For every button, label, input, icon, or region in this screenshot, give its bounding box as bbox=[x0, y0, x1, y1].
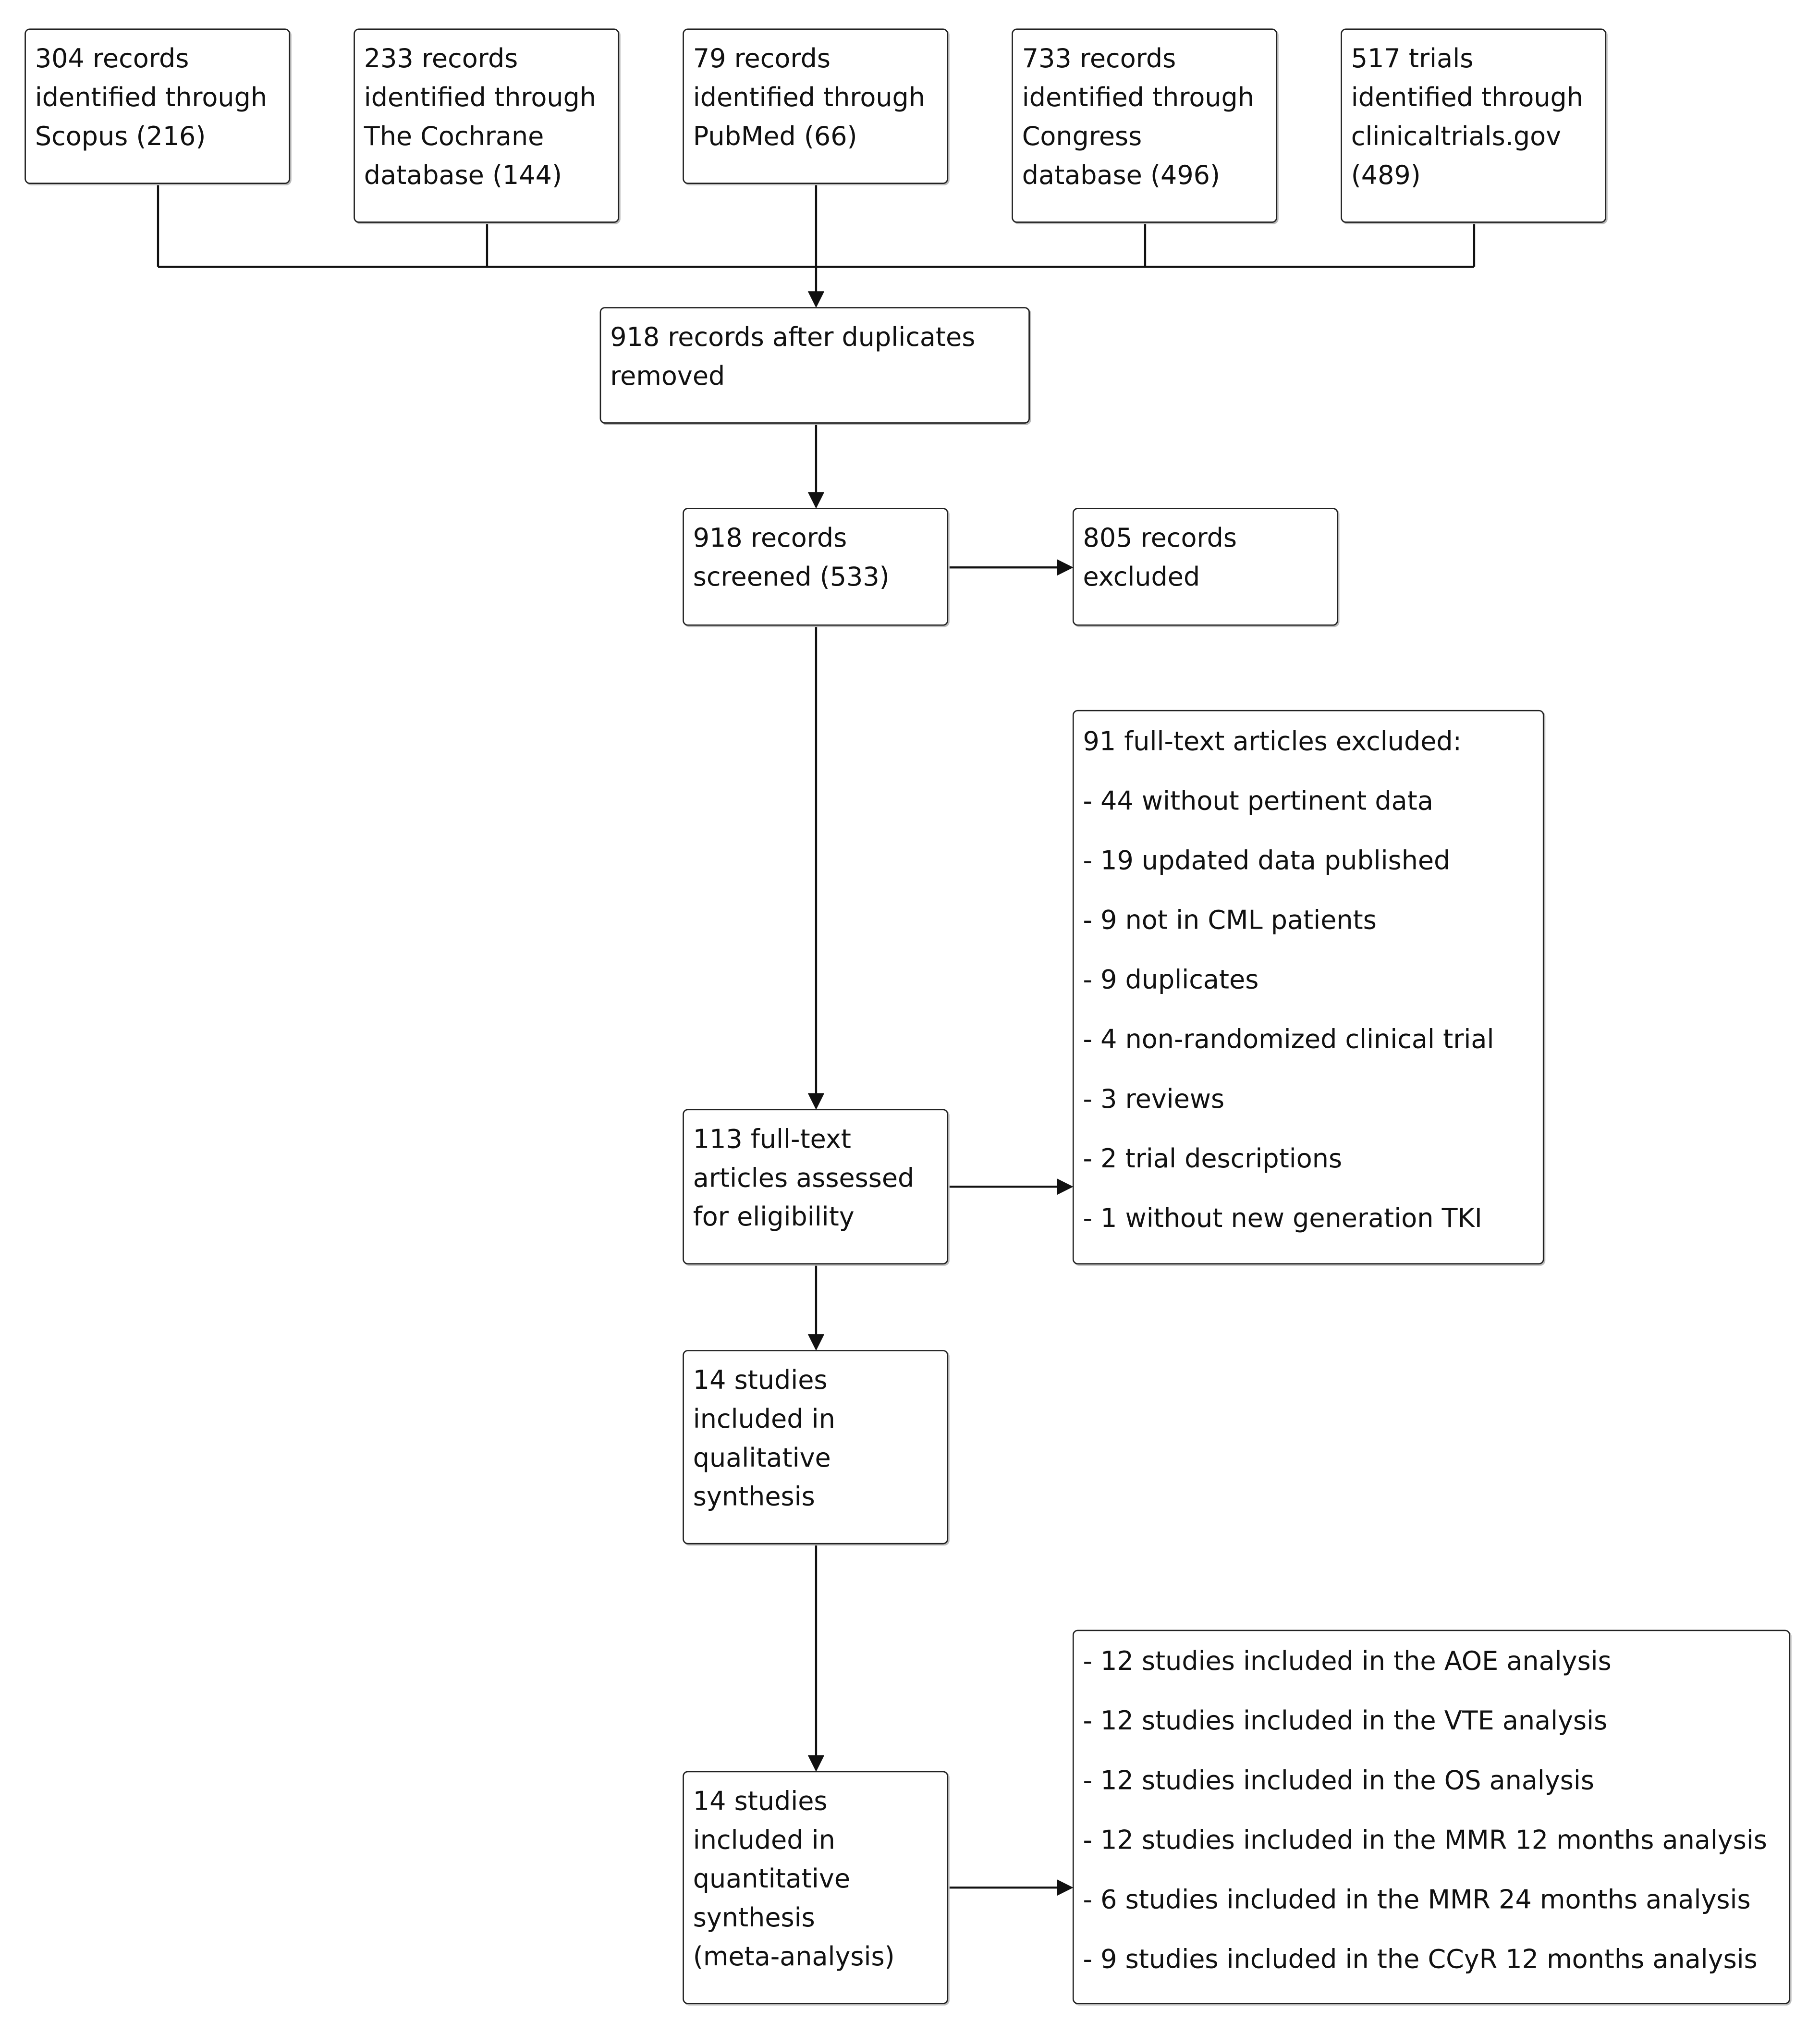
screened-box: 918 records screened (533) bbox=[683, 508, 949, 626]
line: 805 records bbox=[1083, 522, 1237, 553]
analyses-box: - 12 studies included in the AOE analysi… bbox=[1072, 1630, 1790, 2004]
line: database (496) bbox=[1022, 159, 1221, 191]
line: identified through bbox=[1351, 81, 1583, 113]
line: - 12 studies included in the VTE analysi… bbox=[1083, 1704, 1608, 1736]
line: - 12 studies included in the MMR 12 mont… bbox=[1083, 1824, 1767, 1855]
after-duplicates-box: 918 records after duplicates removed bbox=[599, 307, 1030, 424]
line: PubMed (66) bbox=[693, 120, 857, 152]
fulltext-excluded-box: 91 full-text articles excluded: - 44 with… bbox=[1072, 710, 1544, 1265]
line: Congress bbox=[1022, 120, 1142, 152]
line: (meta-analysis) bbox=[693, 1940, 895, 1972]
line: - 1 without new generation TKI bbox=[1083, 1202, 1482, 1234]
line: Scopus (216) bbox=[35, 120, 206, 152]
line: 79 records bbox=[693, 42, 831, 74]
line: excluded bbox=[1083, 561, 1200, 592]
line: synthesis bbox=[693, 1901, 815, 1933]
line: - 9 not in CML patients bbox=[1083, 904, 1377, 936]
line: identified through bbox=[35, 81, 268, 113]
line: - 44 without pertinent data bbox=[1083, 785, 1433, 816]
line: database (144) bbox=[364, 159, 562, 191]
line: 14 studies bbox=[693, 1364, 828, 1396]
line: qualitative bbox=[693, 1442, 831, 1473]
line: screened (533) bbox=[693, 561, 890, 592]
eligibility-box: 113 full-text articles assessed for eligib… bbox=[683, 1109, 949, 1265]
line: 517 trials bbox=[1351, 42, 1474, 74]
line: 14 studies bbox=[693, 1785, 828, 1816]
line: - 2 trial descriptions bbox=[1083, 1142, 1343, 1174]
excluded-box: 805 records excluded bbox=[1072, 508, 1338, 626]
line: - 4 non-randomized clinical trial bbox=[1083, 1023, 1494, 1055]
line: - 3 reviews bbox=[1083, 1083, 1225, 1115]
line: - 6 studies included in the MMR 24 month… bbox=[1083, 1884, 1751, 1915]
line: 113 full-text bbox=[693, 1123, 851, 1154]
line: articles assessed bbox=[693, 1162, 915, 1193]
line: (489) bbox=[1351, 159, 1421, 191]
line: The Cochrane bbox=[364, 120, 544, 152]
quantitative-box: 14 studies included in quantitative synthes… bbox=[683, 1771, 949, 2004]
line: 918 records after duplicates bbox=[610, 321, 976, 353]
qualitative-box: 14 studies included in qualitative synthesi… bbox=[683, 1350, 949, 1544]
source-connector bbox=[157, 184, 1476, 268]
line: 733 records bbox=[1022, 42, 1176, 74]
line: for eligibility bbox=[693, 1201, 855, 1232]
line: synthesis bbox=[693, 1481, 815, 1512]
line: included in bbox=[693, 1403, 835, 1434]
line: 91 full-text articles excluded: bbox=[1083, 725, 1462, 757]
line: 233 records bbox=[364, 42, 518, 74]
line: - 9 studies included in the CCyR 12 mont… bbox=[1083, 1943, 1758, 1974]
line: - 12 studies included in the OS analysis bbox=[1083, 1764, 1595, 1796]
line: quantitative bbox=[693, 1862, 851, 1894]
line: identified through bbox=[1022, 81, 1254, 113]
line: 304 records bbox=[35, 42, 189, 74]
line: - 12 studies included in the AOE analysi… bbox=[1083, 1645, 1612, 1677]
line: included in bbox=[693, 1824, 835, 1855]
line: identified through bbox=[693, 81, 925, 113]
line: - 19 updated data published bbox=[1083, 845, 1451, 876]
source-clinicaltrials-box: 517 trials identified through clinicaltria… bbox=[1341, 28, 1607, 223]
line: identified through bbox=[364, 81, 596, 113]
line: removed bbox=[610, 360, 725, 392]
line: - 9 duplicates bbox=[1083, 964, 1259, 995]
line: clinicaltrials.gov bbox=[1351, 120, 1562, 152]
line: 918 records bbox=[693, 522, 847, 553]
